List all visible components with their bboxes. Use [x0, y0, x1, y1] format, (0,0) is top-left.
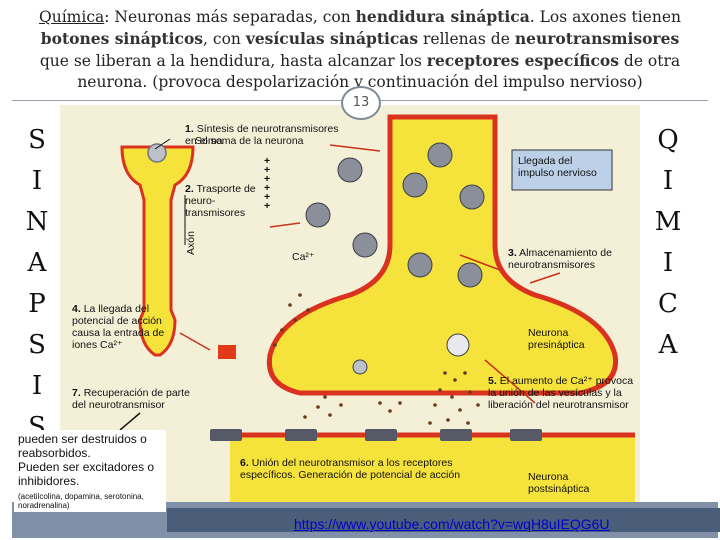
note-line: pueden ser destruidos o reabsorbidos.	[18, 432, 162, 460]
soma-nucleus	[148, 144, 166, 162]
youtube-link[interactable]: https://www.youtube.com/watch?v=wqH8uIEQ…	[292, 516, 612, 532]
vesicle	[458, 263, 482, 287]
vesicle-fusing	[447, 334, 469, 356]
note-line: Pueden ser excitadores o inhibidores.	[18, 460, 162, 488]
header-text: . Los axones tienen	[530, 8, 681, 26]
step7-label: 7. Recuperación de parte del neurotransm…	[72, 387, 197, 411]
step4-label: 4. La llegada del potencial de acción ca…	[72, 303, 172, 351]
postsynaptic-label: Neurona postsináptica	[528, 471, 608, 495]
vesicle	[338, 158, 362, 182]
vesicle-small	[353, 360, 367, 374]
vesicle	[460, 185, 484, 209]
header-text: , con	[203, 30, 246, 48]
arrival-label: Llegada del impulso nervioso	[518, 155, 606, 179]
vesicle	[306, 203, 330, 227]
header-bold: neurotransmisores	[515, 29, 679, 48]
vesicle	[353, 233, 377, 257]
slide-header: Química: Neuronas más separadas, con hen…	[0, 0, 720, 96]
note-arrow	[120, 413, 140, 430]
header-text: rellenas de	[418, 30, 515, 48]
header-bold: botones sinápticos	[41, 29, 203, 48]
header-text: que se liberan a la hendidura, hasta alc…	[40, 52, 427, 70]
note-box: pueden ser destruidos o reabsorbidos. Pu…	[14, 430, 166, 512]
step5-label: 5. El aumento de Ca²⁺ provoca la unión d…	[488, 375, 638, 411]
step6-label: 6. Unión del neurotransmisor a los recep…	[240, 457, 470, 481]
axon-label: Axón	[185, 231, 197, 255]
header-bold: hendidura sináptica	[356, 7, 530, 26]
header-text: de otra	[619, 52, 680, 70]
vesicle	[428, 143, 452, 167]
header-bold: receptores específicos	[427, 51, 619, 70]
header-text: : Neuronas más separadas, con	[104, 8, 355, 26]
vesicle	[408, 253, 432, 277]
plus-signs: ++++++	[264, 157, 270, 211]
note-small: (acetilcolina, dopamina, serotonina, nor…	[18, 492, 162, 510]
calcium-channel	[218, 345, 236, 359]
presynaptic-label: Neurona presináptica	[528, 327, 608, 351]
step2-label: 2. Trasporte de neuro- transmisores	[185, 183, 275, 219]
step3-label: 3. Almacenamiento de neurotransmisores	[508, 247, 628, 271]
step1-label: 1. Síntesis de neurotransmisores en el s…	[185, 123, 345, 147]
slide-number: 13	[341, 86, 381, 120]
calcium-label: Ca²⁺	[292, 251, 314, 263]
header-bold: vesículas sinápticas	[246, 29, 418, 48]
header-word-quimica: Química	[39, 8, 104, 26]
vesicle	[403, 173, 427, 197]
